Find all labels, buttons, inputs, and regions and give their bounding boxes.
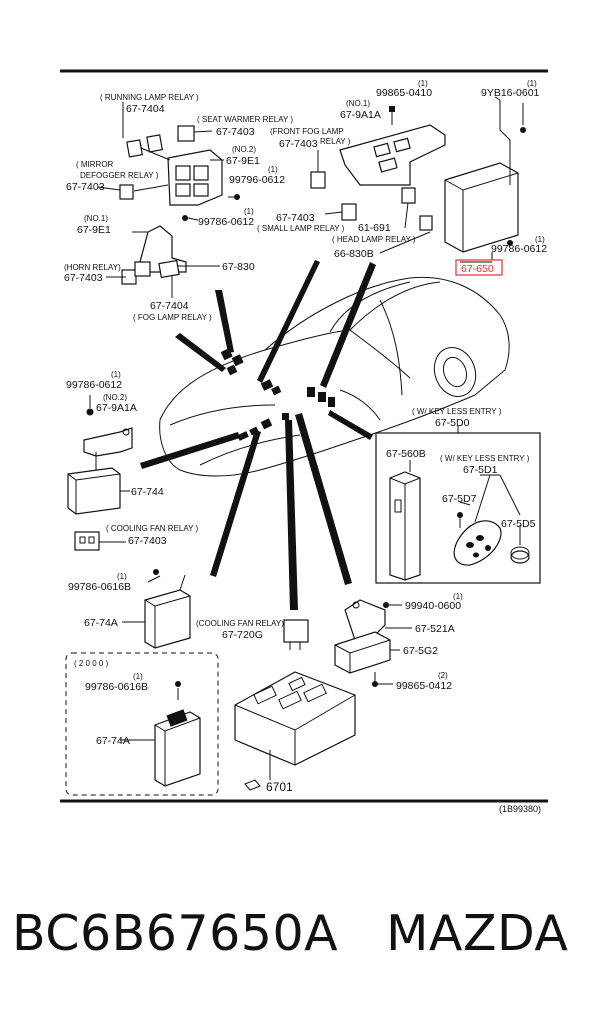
label-99865-0412: 99865-0412 (396, 680, 452, 692)
label-67-560b: 67-560B (386, 448, 426, 460)
label-67-9e1-a: 67-9E1 (226, 155, 260, 167)
label-67-7403-d: 67-7403 (279, 138, 318, 150)
label-cooling-fan-relay-a: ( COOLING FAN RELAY ) (106, 524, 199, 533)
label-67-7404-a: 67-7404 (126, 103, 165, 115)
label-67-5d5: 67-5D5 (501, 518, 536, 530)
label-q1-h: (1) (133, 672, 143, 681)
keyless-entry-box (375, 425, 541, 584)
label-67-7404-b: 67-7404 (150, 300, 189, 312)
diagram-labels: ( RUNNING LAMP RELAY ) 67-7404 ( SEAT WA… (64, 79, 547, 814)
label-67-9a1a-a: 67-9A1A (340, 109, 381, 121)
label-67-650: 67-650 (461, 263, 494, 275)
brand-text: MAZDA (386, 905, 569, 962)
label-mirror: ( MIRROR (76, 160, 114, 169)
part-number-text: BC6B67650A (12, 905, 339, 962)
label-67-5d7: 67-5D7 (442, 493, 477, 505)
label-99786-0612-c: 99786-0612 (66, 379, 122, 391)
label-q2: (2) (438, 671, 448, 680)
label-running-lamp-relay: ( RUNNING LAMP RELAY ) (100, 93, 199, 102)
upper-right-modules (310, 96, 526, 276)
label-99786-0616b-b: 99786-0616B (85, 681, 148, 693)
label-67-720g: 67-720G (222, 629, 263, 641)
label-q1-e: (1) (535, 235, 545, 244)
year-2000-box (65, 652, 219, 796)
label-cooling-fan-relay-b: (COOLING FAN RELAY) (196, 619, 284, 628)
label-q1-g: (1) (117, 572, 127, 581)
caption-bar: BC6B67650A MAZDA (12, 905, 592, 962)
label-head-lamp-relay: ( HEAD LAMP RELAY ) (332, 235, 416, 244)
label-seat-warmer-relay: ( SEAT WARMER RELAY ) (197, 115, 293, 124)
label-67-5d0: 67-5D0 (435, 417, 470, 429)
label-67-7403-b: 67-7403 (66, 181, 105, 193)
label-67-9e1-b: 67-9E1 (77, 224, 111, 236)
label-99786-0616b-a: 99786-0616B (68, 581, 131, 593)
label-ref-code: (1B99380) (499, 804, 541, 814)
left-middle-parts (67, 395, 191, 649)
label-67-9a1a-b: 67-9A1A (96, 402, 137, 414)
label-q1-a: (1) (268, 165, 278, 174)
label-relay-close: RELAY ) (320, 137, 351, 146)
label-no2-b: (NO.2) (103, 393, 127, 402)
label-67-521a: 67-521A (415, 623, 455, 635)
label-67-744: 67-744 (131, 486, 164, 498)
label-front-fog-lamp: (FRONT FOG LAMP (270, 127, 344, 136)
label-9yb16-0601: 9YB16-0601 (481, 87, 540, 99)
label-6701: 6701 (266, 780, 293, 794)
label-67-7403-c: 67-7403 (64, 272, 103, 284)
label-99796-0612: 99796-0612 (229, 174, 285, 186)
label-fog-lamp-relay: ( FOG LAMP RELAY ) (133, 313, 212, 322)
label-wkeyless-b: ( W/ KEY LESS ENTRY ) (440, 454, 530, 463)
fuse-box (234, 619, 356, 791)
label-99865-0410: 99865-0410 (376, 87, 432, 99)
label-wkeyless-a: ( W/ KEY LESS ENTRY ) (412, 407, 502, 416)
label-67-5d1: 67-5D1 (463, 464, 498, 476)
label-67-7403-f: 67-7403 (128, 535, 167, 547)
label-q1-d: (1) (527, 79, 537, 88)
label-67-7403-e: 67-7403 (276, 212, 315, 224)
label-no1-a: (NO.1) (84, 214, 108, 223)
label-year-2000: ( 2 0 0 0 ) (74, 659, 109, 668)
label-q1-c: (1) (418, 79, 428, 88)
parts-diagram: ( RUNNING LAMP RELAY ) 67-7404 ( SEAT WA… (60, 69, 548, 814)
label-67-5g2: 67-5G2 (403, 645, 438, 657)
label-q1-b: (1) (244, 207, 254, 216)
label-q1-f: (1) (111, 370, 121, 379)
label-67-7403-a: 67-7403 (216, 126, 255, 138)
label-61-691: 61-691 (358, 222, 391, 234)
label-99940-0600: 99940-0600 (405, 600, 461, 612)
label-66-830b: 66-830B (334, 248, 374, 260)
label-defogger-relay: DEFOGGER RELAY ) (80, 171, 159, 180)
label-small-lamp-relay: ( SMALL LAMP RELAY ) (257, 224, 345, 233)
leader-beams (140, 260, 376, 610)
label-no2-a: (NO.2) (232, 145, 256, 154)
label-67-74a-a: 67-74A (84, 617, 118, 629)
label-horn-relay: (HORN RELAY) (64, 263, 121, 272)
label-67-74a-b: 67-74A (96, 735, 130, 747)
label-99786-0612-a: 99786-0612 (198, 216, 254, 228)
label-no1-b: (NO.1) (346, 99, 370, 108)
label-99786-0612-b: 99786-0612 (491, 243, 547, 255)
lower-right-parts (334, 599, 412, 687)
label-67-830: 67-830 (222, 261, 255, 273)
highlight-box-67-650 (455, 259, 503, 276)
upper-left-relays (97, 102, 240, 298)
label-q1-i: (1) (453, 592, 463, 601)
